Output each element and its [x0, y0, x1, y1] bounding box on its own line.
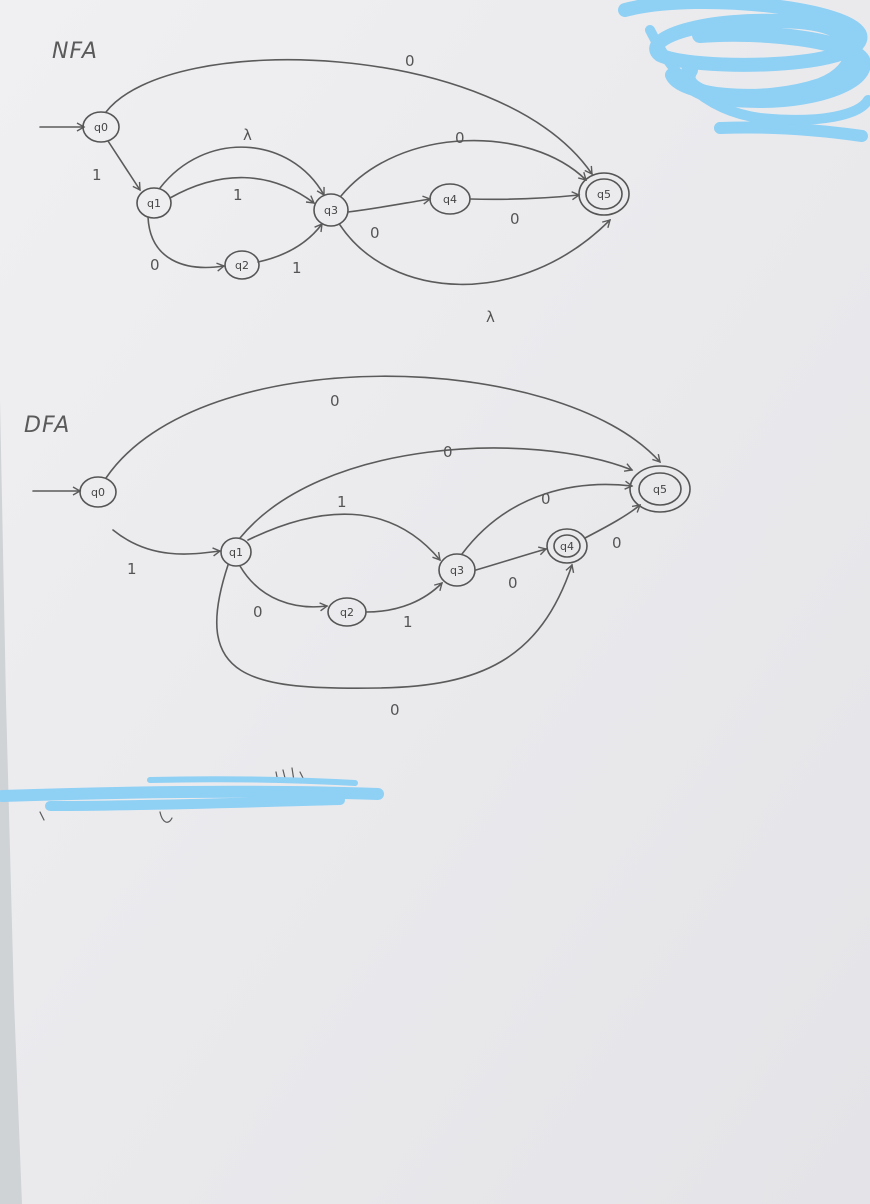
- dfa-state-q4: q4: [546, 528, 588, 564]
- nfa-edge-q1-q2: [147, 216, 226, 272]
- redaction-scribble-middle: [0, 776, 384, 811]
- dfa-state-q2-label: q2: [340, 606, 354, 619]
- nfa-edge-q1-q3-lambda-label: λ: [243, 126, 252, 144]
- nfa-state-q1: q1: [136, 187, 172, 219]
- nfa-edge-q3-q5-lambda-label: λ: [486, 308, 495, 326]
- dfa-edge-q1-q2: [239, 565, 329, 612]
- dfa-edge-q0-q1: [112, 529, 222, 557]
- nfa-edge-q0-q5: [105, 59, 593, 176]
- dfa-edge-q3-q5: [461, 480, 634, 555]
- dfa-state-q0: q0: [79, 476, 117, 508]
- dfa-edge-q3-q4: [475, 546, 548, 571]
- dfa-edge-q0-q5-label: 0: [330, 392, 340, 410]
- nfa-edge-q3-q5: [340, 139, 588, 197]
- dfa-state-q3-label: q3: [450, 564, 464, 577]
- nfa-edge-q2-q3-label: 1: [292, 259, 302, 277]
- nfa-title: NFA: [52, 39, 98, 64]
- dfa-state-q0-label: q0: [91, 486, 105, 499]
- nfa-edge-q3-q5-lambda: [339, 219, 611, 286]
- dfa-diagram: DFA q0 q1 q2 q3 q4 q5: [24, 375, 691, 719]
- dfa-edge-q3-q4-label: 0: [508, 574, 518, 592]
- nfa-edge-q2-q3: [257, 222, 323, 263]
- nfa-state-q0-label: q0: [94, 121, 108, 134]
- nfa-state-q5-label: q5: [597, 188, 611, 201]
- dfa-edge-q3-q5-label: 0: [541, 490, 551, 508]
- nfa-edge-q4-q5: [469, 191, 581, 201]
- redaction-scribble-top-right: [618, 0, 870, 142]
- nfa-edge-q3-q4: [347, 195, 432, 213]
- dfa-edge-q0-q5: [105, 375, 661, 479]
- nfa-edge-q0-q1-label: 1: [92, 166, 102, 184]
- nfa-edge-q1-q3: [169, 176, 316, 204]
- dfa-title: DFA: [24, 413, 70, 438]
- nfa-edge-q3-q4-label: 0: [370, 224, 380, 242]
- dfa-edge-q1-q4: [216, 563, 575, 690]
- dfa-edge-q1-q2-label: 0: [253, 603, 263, 621]
- nfa-state-q4-label: q4: [443, 193, 457, 206]
- nfa-edge-q1-q2-label: 0: [150, 256, 160, 274]
- nfa-state-q5: q5: [578, 172, 630, 216]
- nfa-state-q2-label: q2: [235, 259, 249, 272]
- dfa-edge-q4-q5: [584, 504, 642, 539]
- nfa-state-q0: q0: [82, 111, 120, 143]
- dfa-edge-q1-q5: [239, 447, 634, 539]
- dfa-state-q1-label: q1: [229, 546, 243, 559]
- nfa-edge-q3-q5-label: 0: [455, 129, 465, 147]
- nfa-state-q3: q3: [313, 193, 349, 227]
- dfa-edge-q4-q5-label: 0: [612, 534, 622, 552]
- dfa-edge-q2-q3-label: 1: [403, 613, 413, 631]
- dfa-edge-q2-q3: [365, 582, 443, 613]
- nfa-state-q1-label: q1: [147, 197, 161, 210]
- dfa-state-q5-label: q5: [653, 483, 667, 496]
- dfa-edge-q1-q5-label: 0: [443, 443, 453, 461]
- nfa-edge-q1-q3-label: 1: [233, 186, 243, 204]
- nfa-edge-q4-q5-label: 0: [510, 210, 520, 228]
- nfa-diagram: NFA q0 q1 q2 q3 q4 q5 0: [39, 39, 630, 326]
- nfa-edge-q0-q5-label: 0: [405, 52, 415, 70]
- nfa-edge-q0-q1: [107, 140, 141, 192]
- dfa-edge-q0-q1-label: 1: [127, 560, 137, 578]
- nfa-state-q3-label: q3: [324, 204, 338, 217]
- dfa-edge-q1-q3: [247, 513, 441, 562]
- dfa-edge-q1-q3-label: 1: [337, 493, 347, 511]
- dfa-state-q3: q3: [438, 553, 476, 587]
- dfa-edge-q1-q4-label: 0: [390, 701, 400, 719]
- nfa-edge-q1-q3-lambda: [159, 146, 325, 197]
- dfa-state-q4-label: q4: [560, 540, 574, 553]
